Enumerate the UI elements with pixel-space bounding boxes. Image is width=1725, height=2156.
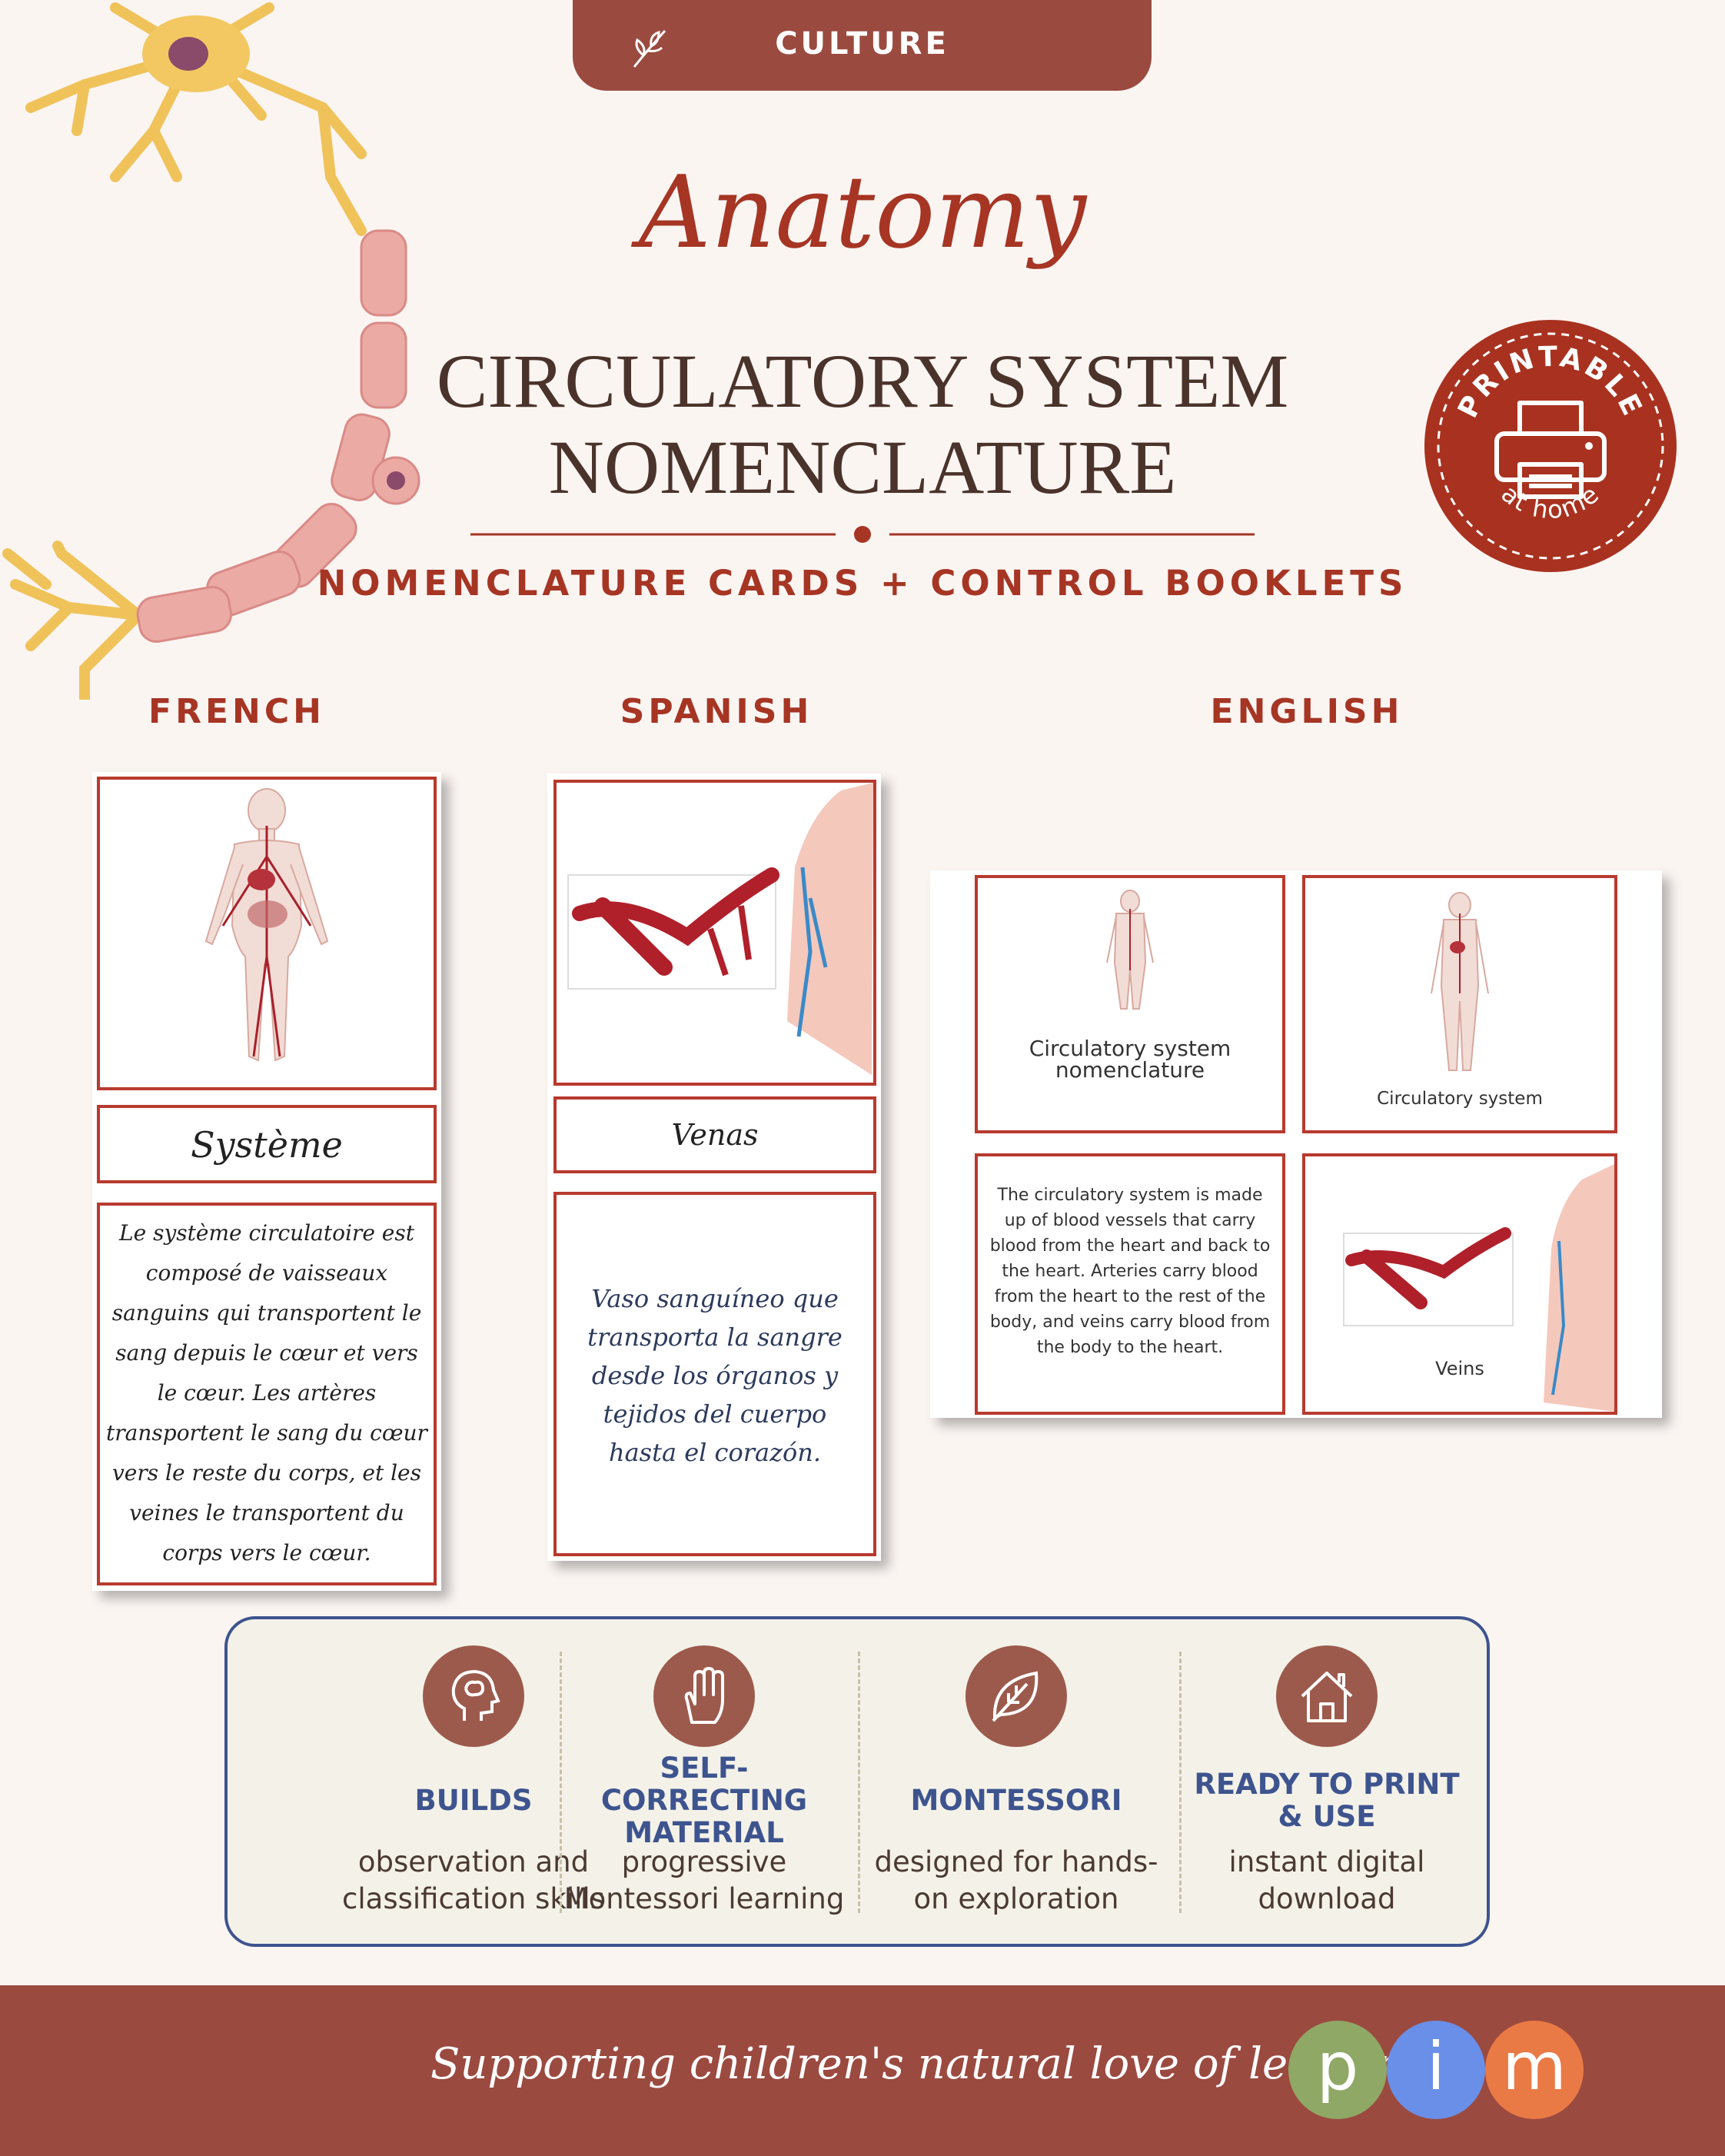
feature-montessori-desc: designed for hands-on exploration: [874, 1845, 1158, 1915]
page-title: CIRCULATORY SYSTEM NOMENCLATURE: [0, 338, 1725, 511]
logo-letter-i: i: [1387, 2021, 1485, 2119]
feature-ready-desc: instant digital download: [1228, 1845, 1425, 1915]
house-icon: [1276, 1645, 1378, 1747]
printer-icon: PRINTABLE at home: [1437, 332, 1664, 560]
circulatory-body-medium-icon: [1431, 892, 1489, 1071]
culture-tab: CULTURE: [573, 0, 1152, 91]
spanish-picture-card: [553, 780, 876, 1086]
neuron-illustration: [2, 2, 420, 700]
feature-ready-heading: READY TO PRINT & USE: [1194, 1768, 1460, 1833]
circulatory-body-illustration: [204, 788, 329, 1062]
french-description-card: Le système circulatoire est composé de v…: [97, 1203, 437, 1585]
script-title: Anatomy: [638, 154, 1087, 271]
feature-divider: [1179, 1652, 1182, 1913]
title-divider: [470, 526, 1255, 543]
english-description-card: The circulatory system is made up of blo…: [975, 1153, 1285, 1415]
french-card-set: Système circulatoire Le système circulat…: [92, 772, 441, 1591]
english-title-card: Circulatory system nomenclature: [975, 875, 1285, 1133]
culture-label: CULTURE: [775, 26, 949, 62]
printable-badge: PRINTABLE at home: [1424, 320, 1677, 572]
title-line-2: NOMENCLATURE: [548, 424, 1177, 510]
french-picture-card: [97, 777, 437, 1090]
feature-self-correcting-heading: SELF-CORRECTING MATERIAL: [600, 1752, 808, 1849]
spanish-card-set: Venas Vaso sanguíneo que transporta la s…: [547, 774, 881, 1561]
vein-illustration: [567, 783, 873, 1075]
subtitle: NOMENCLATURE CARDS + CONTROL BOOKLETS: [317, 563, 1408, 604]
feature-montessori: MONTESSORI designed for hands-on explora…: [870, 1619, 1162, 1918]
english-title-text: Circulatory system nomenclature: [1029, 1036, 1231, 1083]
english-picture-card: Circulatory system: [1302, 875, 1617, 1133]
hand-icon: [653, 1645, 755, 1747]
features-panel: BUILDS observation and classification sk…: [224, 1616, 1490, 1947]
feature-builds-heading: BUILDS: [414, 1784, 533, 1817]
feature-ready-to-print: READY TO PRINT & USE instant digital dow…: [1181, 1619, 1473, 1918]
footer-tagline: Supporting children's natural love of le…: [430, 2039, 1431, 2089]
badge-top-text: PRINTABLE: [1452, 341, 1646, 423]
feature-divider: [858, 1652, 860, 1913]
footer: Supporting children's natural love of le…: [0, 1985, 1725, 2156]
french-label-card: Système circulatoire: [97, 1105, 437, 1239]
english-veins-card: Veins: [1302, 1153, 1617, 1415]
circulatory-body-small-icon: [1106, 890, 1154, 1010]
feature-montessori-heading: MONTESSORI: [910, 1784, 1122, 1817]
lang-french: FRENCH: [148, 692, 325, 731]
head-brain-icon: [423, 1645, 524, 1747]
lang-spanish: SPANISH: [620, 692, 813, 731]
logo-letter-p: p: [1288, 2021, 1387, 2119]
spanish-description-card: Vaso sanguíneo que transporta la sangre …: [553, 1192, 876, 1556]
english-picture-label: Circulatory system: [1377, 1089, 1543, 1109]
feature-divider: [560, 1652, 562, 1913]
spanish-label-card: Venas: [553, 1096, 876, 1173]
feature-self-correcting: SELF-CORRECTING MATERIAL progressive Mon…: [558, 1619, 850, 1918]
title-line-1: CIRCULATORY SYSTEM: [436, 338, 1289, 424]
logo-letter-m: m: [1485, 2021, 1584, 2119]
leaf-icon: [966, 1645, 1067, 1747]
english-veins-label: Veins: [1435, 1358, 1484, 1379]
feature-self-correcting-desc: progressive Montessori learning: [563, 1845, 845, 1915]
english-card-set: Circulatory system nomenclature Circulat…: [930, 870, 1662, 1418]
leaf-sprig-icon: [633, 29, 666, 68]
svg-text:PRINTABLE: PRINTABLE: [1452, 341, 1649, 423]
lang-english: ENGLISH: [1210, 692, 1404, 731]
vein-illustration-small: [1343, 1164, 1614, 1412]
